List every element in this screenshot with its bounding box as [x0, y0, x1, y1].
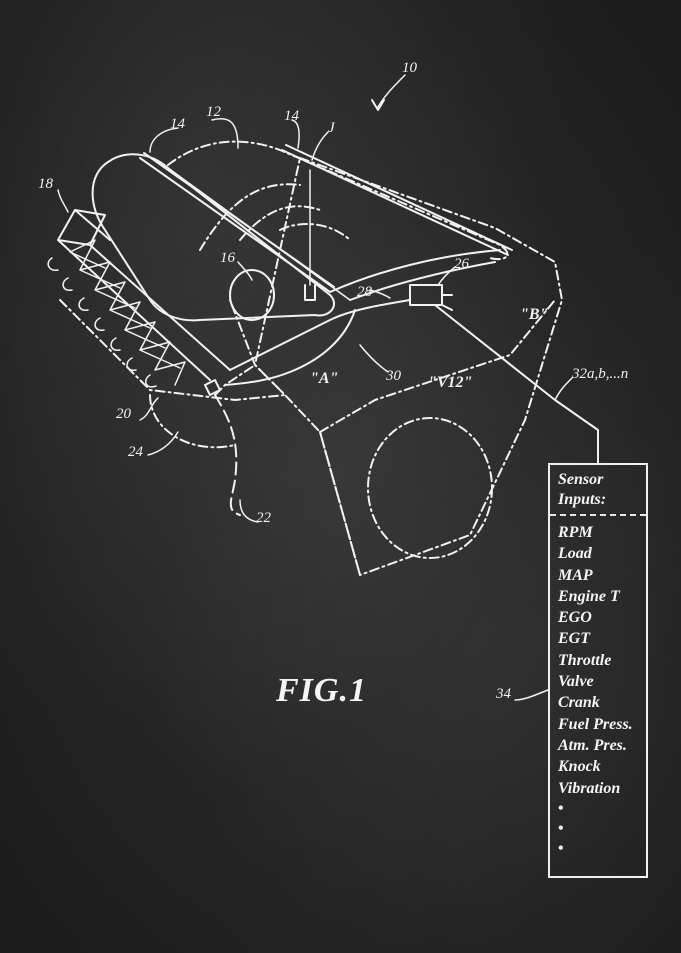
sensor-item: Crank [558, 694, 600, 712]
label-28: 28 [357, 284, 372, 300]
sensor-item: Atm. Pres. [558, 736, 627, 754]
exhaust-ports [47, 257, 157, 388]
sensor-22-wire [214, 394, 241, 516]
label-16: 16 [220, 250, 235, 266]
continuation-dot: • [558, 819, 564, 837]
sensor-item: EGO [558, 609, 592, 627]
label-30: 30 [386, 368, 401, 384]
control-unit-26 [409, 284, 443, 306]
sensor-list: RPM Load MAP Engine T EGO EGT Throttle V… [550, 516, 646, 799]
fuel-rail-left [139, 157, 331, 293]
front-face-lower [319, 431, 361, 576]
sensor-item: Engine T [558, 587, 620, 605]
left-bank-lower [149, 394, 236, 449]
control-unit-pins [441, 294, 453, 311]
fuel-rail-right-2 [285, 144, 513, 251]
label-18: 18 [38, 176, 53, 192]
label-J: J [328, 120, 335, 136]
sensor-inputs-box: Sensor Inputs: RPM Load MAP Engine T EGO… [548, 463, 648, 878]
label-12: 12 [206, 104, 221, 120]
label-14-left: 14 [170, 116, 185, 132]
harness-30 [224, 309, 356, 386]
label-34: 34 [496, 686, 511, 702]
right-bank-block [254, 157, 563, 576]
sensor-item: Load [558, 545, 592, 563]
exhaust-manifold-top [57, 209, 106, 246]
plenum-curves [199, 183, 351, 251]
sensor-item: Throttle [558, 651, 612, 669]
plenum-top-dash [167, 140, 509, 261]
fuel-rail-right [281, 149, 509, 256]
sensor-heading-line2: Inputs: [558, 491, 607, 508]
leader-lines [57, 74, 573, 701]
injector [304, 284, 316, 301]
exhaust-manifold-lattice [69, 239, 186, 386]
sensor-item: EGT [558, 630, 590, 648]
label-10: 10 [402, 60, 417, 76]
continuation-dot: • [558, 799, 564, 817]
figure-title: FIG.1 [276, 672, 367, 709]
front-pulley-outline [367, 417, 493, 559]
sensor-item: Fuel Press. [558, 715, 633, 733]
label-32: 32a,b,...n [572, 366, 629, 382]
intake-plenum [91, 153, 335, 322]
arrow-10 [371, 99, 385, 111]
region-B-label: "B" [520, 306, 549, 323]
sensor-item: MAP [558, 566, 593, 584]
sensor-continuation: • • • [550, 799, 646, 859]
right-plenum [329, 249, 501, 301]
left-bank-block [59, 299, 286, 401]
sensor-item: Vibration [558, 779, 621, 797]
sensor-heading: Sensor Inputs: [550, 465, 646, 511]
throttle-body [229, 269, 275, 321]
front-face-edge [319, 299, 556, 433]
harness-28 [229, 299, 411, 371]
exhaust-manifold [57, 209, 231, 381]
engine-type-label: "V12" [428, 374, 473, 391]
label-24: 24 [128, 444, 143, 460]
label-26: 26 [454, 256, 469, 272]
label-14-right: 14 [284, 108, 299, 124]
continuation-dot: • [558, 839, 564, 857]
sensor-item: Valve [558, 673, 594, 691]
fuel-rail-left-2 [143, 152, 335, 288]
sensor-item: RPM [558, 524, 593, 541]
sensor-lead [214, 364, 256, 396]
sensor-bus-32 [434, 304, 599, 464]
sensor-divider [550, 514, 646, 516]
region-A-label: "A" [310, 370, 339, 387]
label-22: 22 [256, 510, 271, 526]
label-20: 20 [116, 406, 131, 422]
sensor-heading-line1: Sensor [558, 471, 604, 488]
sensor-item: Knock [558, 758, 601, 776]
